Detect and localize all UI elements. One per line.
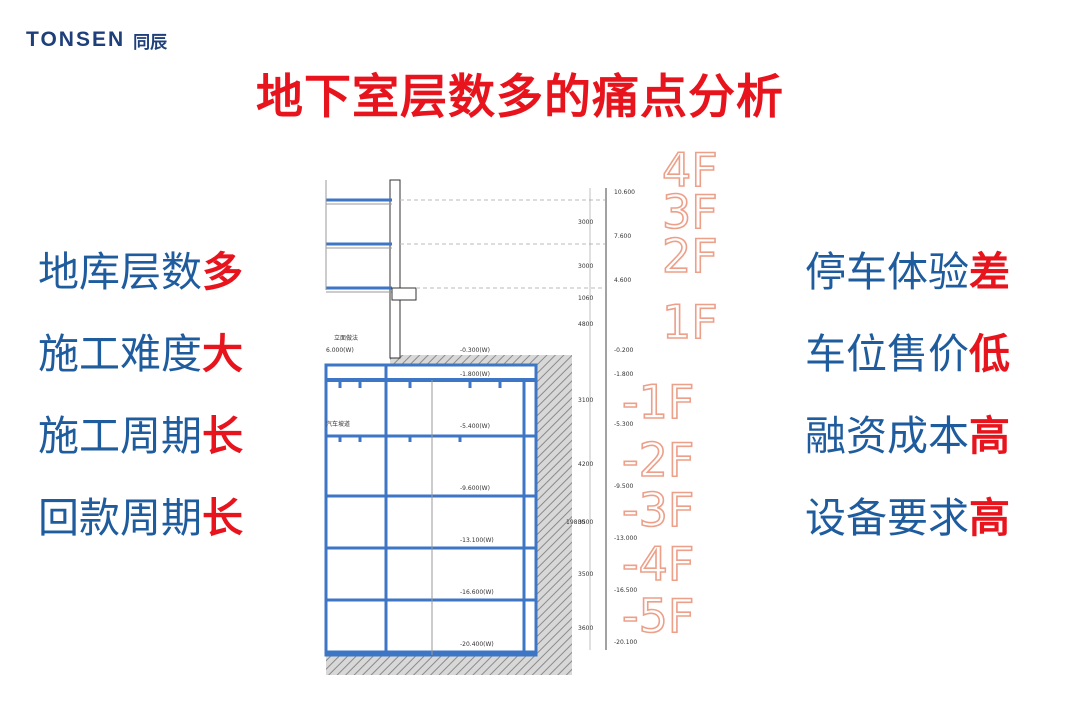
pain-text: 施工难度 — [38, 330, 202, 378]
floor-label-b1: -1F — [622, 375, 694, 429]
slab-label: -1.800(W) — [460, 371, 490, 378]
pain-text: 施工周期 — [38, 412, 202, 460]
elevation: 7.600 — [614, 233, 631, 240]
elevation: 4.600 — [614, 277, 631, 284]
pain-accent: 高 — [969, 494, 1010, 542]
elevation: -5.300 — [614, 421, 634, 428]
floor-label-b2: -2F — [622, 433, 694, 487]
elevation: -1.800 — [614, 371, 634, 378]
dimension: 19800 — [566, 519, 585, 526]
floor-label-b3: -3F — [622, 483, 694, 537]
elevation: -20.100 — [614, 639, 637, 646]
brand-latin: TONSEN — [26, 28, 126, 51]
slab-label: -16.600(W) — [460, 589, 494, 596]
pain-text: 设备要求 — [805, 494, 969, 542]
pain-item: 回款周期长 — [38, 488, 243, 570]
pain-item: 设备要求高 — [805, 488, 1010, 570]
page-title: 地下室层数多的痛点分析 — [256, 70, 784, 125]
dimension: 3000 — [578, 219, 593, 226]
floor-label-2f: 2F — [662, 229, 718, 283]
pain-accent: 差 — [969, 248, 1010, 296]
soil-bottom — [326, 653, 572, 675]
basement-box — [324, 363, 538, 657]
ground-strip — [390, 355, 570, 365]
elevation: -9.500 — [614, 483, 634, 490]
pain-accent: 低 — [969, 330, 1010, 378]
pain-text: 融资成本 — [805, 412, 969, 460]
basement-section-diagram: 立面做法 6.000(W) 汽车坡道 -0.300(W) -1.800(W) -… — [324, 142, 719, 675]
pain-item: 停车体验差 — [805, 242, 1010, 324]
right-pain-list: 停车体验差 车位售价低 融资成本高 设备要求高 — [805, 242, 1010, 570]
left-pain-list: 地库层数多 施工难度大 施工周期长 回款周期长 — [38, 242, 243, 570]
pain-text: 地库层数 — [38, 248, 202, 296]
annotation: 6.000(W) — [326, 347, 354, 354]
elevation: -13.000 — [614, 535, 637, 542]
pain-item: 融资成本高 — [805, 406, 1010, 488]
dimension: 4200 — [578, 461, 593, 468]
pain-accent: 长 — [202, 494, 243, 542]
elevation: -0.200 — [614, 347, 634, 354]
dimension: 3600 — [578, 625, 593, 632]
brand-cn: 同辰 — [133, 32, 168, 53]
pain-item: 地库层数多 — [38, 242, 243, 324]
dimension: 3500 — [578, 571, 593, 578]
pain-text: 停车体验 — [805, 248, 969, 296]
pain-text: 车位售价 — [805, 330, 969, 378]
floor-label-3f: 3F — [662, 185, 718, 239]
slab-label: -9.600(W) — [460, 485, 490, 492]
dimension: 3500 — [578, 519, 593, 526]
slab-label: -20.400(W) — [460, 641, 494, 648]
dimension: 3000 — [578, 263, 593, 270]
pain-item: 车位售价低 — [805, 324, 1010, 406]
pain-item: 施工难度大 — [38, 324, 243, 406]
brand-logo: TONSEN 同辰 — [26, 26, 167, 54]
pain-accent: 大 — [202, 330, 243, 378]
pain-accent: 长 — [202, 412, 243, 460]
tower-wall — [389, 179, 401, 359]
elevation: 10.600 — [614, 189, 635, 196]
pain-item: 施工周期长 — [38, 406, 243, 488]
dimension: 3100 — [578, 397, 593, 404]
floor-label-b4: -4F — [622, 537, 694, 591]
slab-label: -0.300(W) — [460, 347, 490, 354]
slab-label: -5.400(W) — [460, 423, 490, 430]
dimension: 4800 — [578, 321, 593, 328]
annotation: 汽车坡道 — [326, 420, 350, 428]
floor-label-b5: -5F — [622, 589, 694, 643]
slab-label: -13.100(W) — [460, 537, 494, 544]
dimension: 1060 — [578, 295, 593, 302]
pain-text: 回款周期 — [38, 494, 202, 542]
elevation: -16.500 — [614, 587, 637, 594]
annotation: 立面做法 — [334, 334, 358, 342]
pain-accent: 高 — [969, 412, 1010, 460]
pain-accent: 多 — [202, 248, 243, 296]
floor-label-4f: 4F — [662, 143, 718, 197]
floor-label-1f: 1F — [662, 295, 718, 349]
